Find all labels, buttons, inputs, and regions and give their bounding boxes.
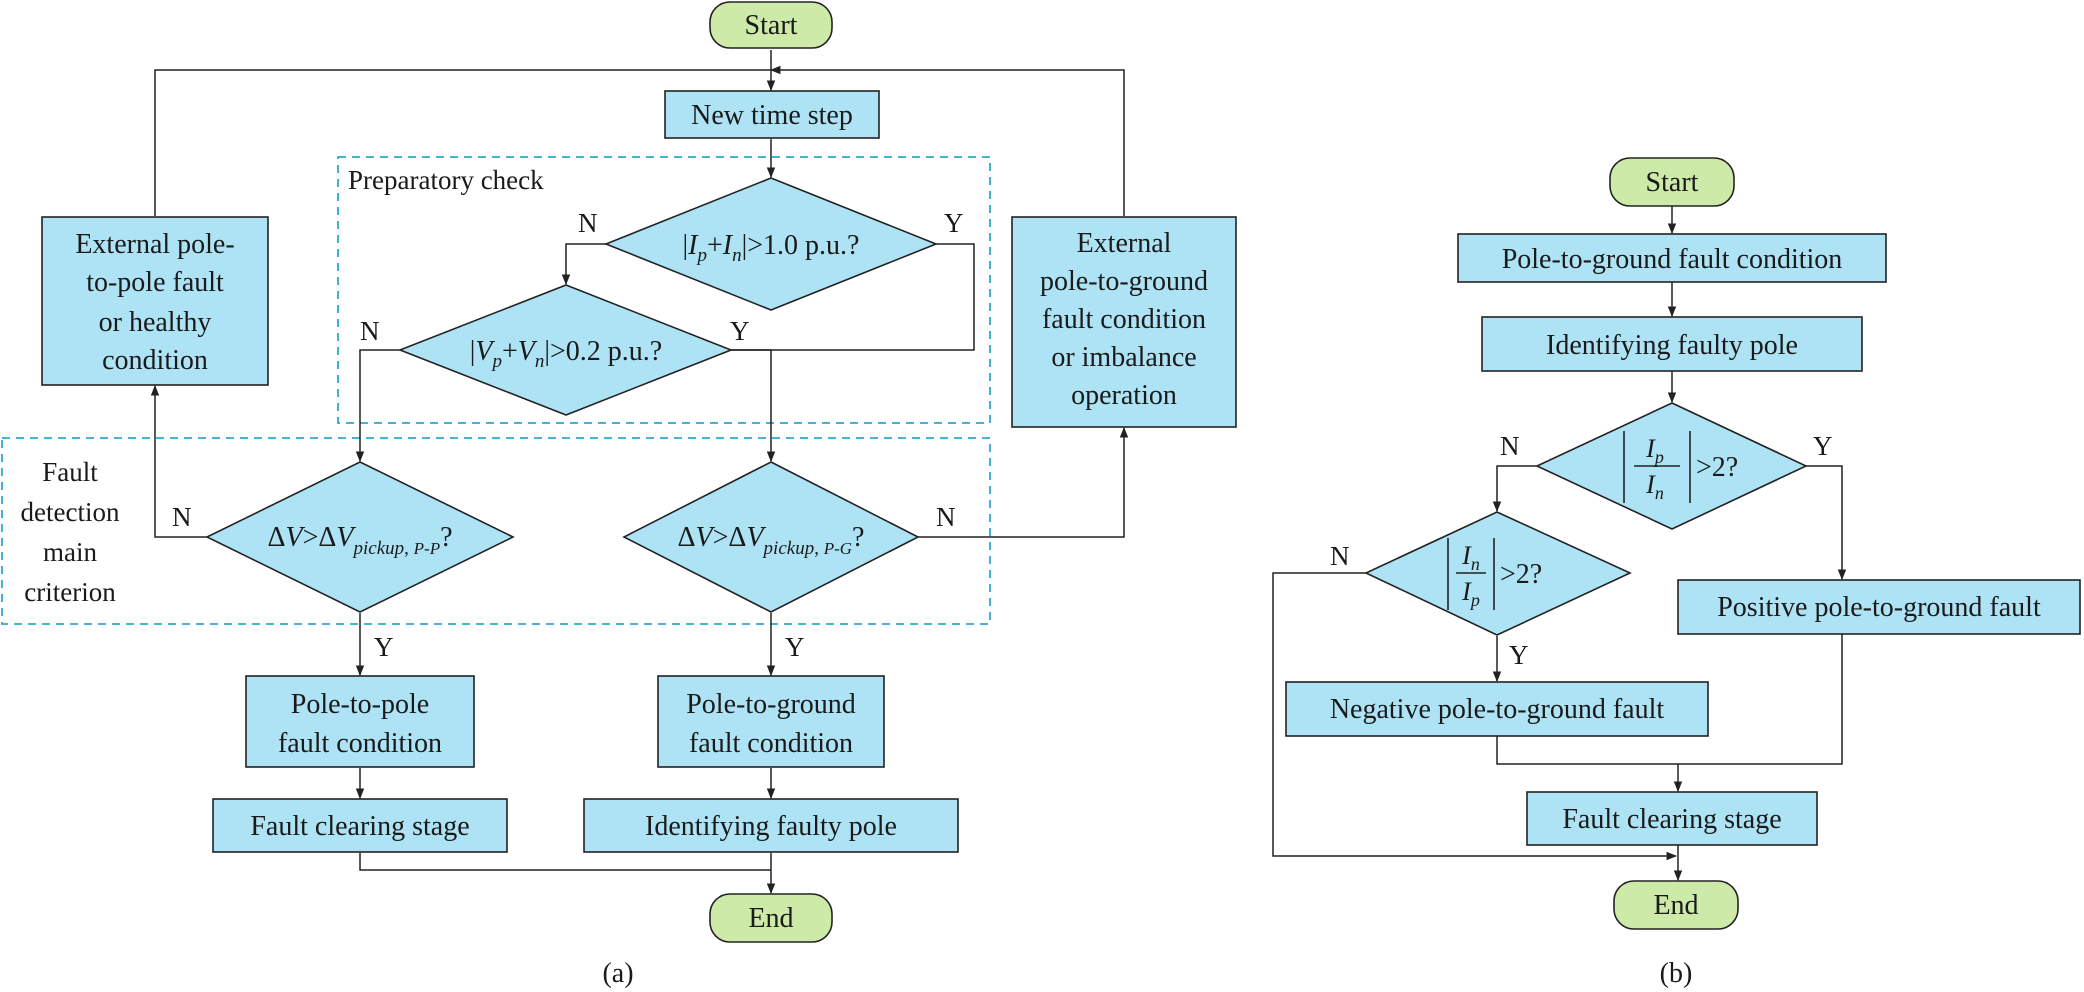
pole-to-ground-fault-box: Pole-to-ground fault condition — [657, 675, 885, 768]
svg-text:New time step: New time step — [691, 100, 853, 131]
branch-label-n: N — [578, 208, 598, 238]
svg-text:In: In — [1645, 470, 1664, 503]
svg-text:detection: detection — [21, 497, 120, 527]
svg-text:Start: Start — [745, 10, 798, 41]
panel-a-branch-labels: N Y N Y N N Y Y — [172, 208, 964, 662]
ip-over-in-decision: Ip In >2? — [1535, 402, 1808, 530]
svg-text:main: main — [43, 537, 97, 567]
svg-text:Fault clearing stage: Fault clearing stage — [1562, 804, 1781, 835]
panel-a: Preparatory check Fault detection main c… — [1, 1, 1237, 989]
fault-clearing-box-b: Fault clearing stage — [1526, 791, 1818, 846]
svg-text:fault condition: fault condition — [689, 728, 853, 759]
start-terminal-b: Start — [1609, 157, 1735, 207]
svg-text:>2?: >2? — [1696, 452, 1738, 483]
svg-text:Pole-to-pole: Pole-to-pole — [291, 689, 429, 720]
branch-label-y: Y — [944, 208, 964, 238]
new-time-step-box: New time step — [664, 90, 880, 139]
preparatory-check-label: Preparatory check — [348, 165, 544, 195]
svg-text:External: External — [1077, 228, 1172, 259]
branch-label-n: N — [360, 316, 380, 346]
panel-a-edges — [150, 50, 1129, 895]
svg-text:End: End — [748, 903, 793, 934]
branch-label-y: Y — [1813, 431, 1833, 461]
panel-b: N Y N Y Start Pole-to-ground fault condi… — [1272, 157, 2081, 989]
fault-detection-label: Fault detection main criterion — [21, 457, 120, 607]
identifying-faulty-pole-box-a: Identifying faulty pole — [583, 798, 959, 853]
positive-pole-to-ground-fault-box: Positive pole-to-ground fault — [1677, 579, 2081, 635]
end-terminal-b: End — [1613, 880, 1739, 930]
svg-text:Identifying faulty pole: Identifying faulty pole — [1546, 330, 1798, 361]
branch-label-n: N — [936, 502, 956, 532]
fault-clearing-box-a: Fault clearing stage — [212, 798, 508, 853]
svg-text:fault condition: fault condition — [278, 728, 442, 759]
svg-text:or healthy: or healthy — [99, 307, 212, 338]
svg-text:fault condition: fault condition — [1042, 304, 1206, 335]
branch-label-n: N — [1500, 431, 1520, 461]
svg-text:Pole-to-ground fault condition: Pole-to-ground fault condition — [1502, 244, 1843, 275]
branch-label-y: Y — [374, 632, 394, 662]
svg-text:Fault: Fault — [42, 457, 98, 487]
panel-a-caption: (a) — [602, 958, 633, 989]
pole-to-pole-fault-box: Pole-to-pole fault condition — [245, 675, 475, 768]
svg-text:|Ip+In|>1.0 p.u.?: |Ip+In|>1.0 p.u.? — [683, 230, 860, 266]
svg-text:or imbalance: or imbalance — [1051, 342, 1196, 373]
branch-label-y: Y — [1509, 640, 1529, 670]
in-over-ip-decision: In Ip >2? — [1364, 511, 1632, 636]
current-check-decision: |Ip+In|>1.0 p.u.? — [603, 177, 939, 311]
svg-text:End: End — [1653, 890, 1698, 921]
branch-label-n: N — [1330, 541, 1350, 571]
external-pole-to-ground-box: External pole-to-ground fault condition … — [1011, 216, 1237, 428]
svg-text:Pole-to-ground: Pole-to-ground — [686, 689, 856, 720]
pole-to-pole-criterion-decision: ΔV>ΔVpickup, P-P? — [205, 461, 515, 613]
panel-b-edges — [1272, 206, 1847, 882]
svg-text:operation: operation — [1071, 380, 1177, 411]
svg-text:Ip: Ip — [1645, 434, 1664, 467]
external-pole-to-pole-box: External pole- to-pole fault or healthy … — [41, 216, 269, 386]
panel-b-branch-labels: N Y N Y — [1330, 431, 1833, 670]
end-terminal-a: End — [709, 893, 833, 943]
identifying-faulty-pole-box-b: Identifying faulty pole — [1481, 316, 1863, 372]
svg-text:pole-to-ground: pole-to-ground — [1040, 266, 1208, 297]
pole-to-ground-condition-box-b: Pole-to-ground fault condition — [1457, 233, 1887, 283]
svg-text:Positive pole-to-ground fault: Positive pole-to-ground fault — [1717, 592, 2041, 623]
svg-text:External pole-: External pole- — [75, 229, 234, 260]
negative-pole-to-ground-fault-box: Negative pole-to-ground fault — [1285, 681, 1709, 737]
voltage-check-decision: |Vp+Vn|>0.2 p.u.? — [397, 284, 734, 416]
fault-detection-group — [1, 437, 991, 625]
svg-text:Identifying faulty pole: Identifying faulty pole — [645, 811, 897, 842]
branch-label-n: N — [172, 502, 192, 532]
start-terminal-a: Start — [709, 1, 833, 49]
branch-label-y: Y — [730, 316, 750, 346]
svg-text:criterion: criterion — [24, 577, 116, 607]
svg-text:>2?: >2? — [1500, 559, 1542, 590]
svg-text:Ip: Ip — [1461, 577, 1480, 610]
pole-to-ground-criterion-decision: ΔV>ΔVpickup, P-G? — [622, 461, 920, 613]
panel-b-caption: (b) — [1660, 958, 1693, 989]
svg-text:Start: Start — [1646, 167, 1699, 198]
branch-label-y: Y — [785, 632, 805, 662]
preparatory-check-group — [337, 156, 991, 424]
svg-text:In: In — [1461, 541, 1480, 574]
svg-text:condition: condition — [102, 345, 208, 376]
svg-text:Fault clearing stage: Fault clearing stage — [250, 811, 469, 842]
svg-text:Negative pole-to-ground fault: Negative pole-to-ground fault — [1330, 694, 1665, 725]
svg-text:to-pole fault: to-pole fault — [86, 267, 224, 298]
svg-text:|Vp+Vn|>0.2 p.u.?: |Vp+Vn|>0.2 p.u.? — [470, 336, 662, 372]
